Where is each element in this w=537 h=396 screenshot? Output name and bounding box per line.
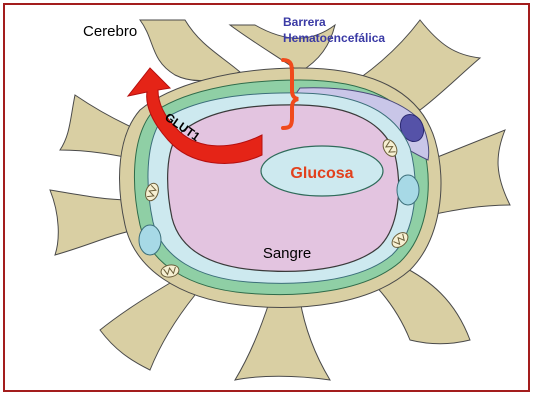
endothelial-nucleus-icon — [397, 175, 419, 205]
endothelial-nucleus-icon — [139, 225, 161, 255]
astrocyte-right — [430, 130, 510, 215]
astrocyte-top-left — [140, 20, 240, 81]
barrier-label-line1: Barrera — [283, 15, 326, 29]
astrocyte-bottom-left — [100, 280, 195, 370]
barrier-label-line2: Hematoencefálica — [283, 31, 385, 45]
blood-label: Sangre — [263, 245, 311, 262]
glucose-label: Glucosa — [290, 165, 353, 182]
brain-label: Cerebro — [83, 23, 137, 40]
astrocyte-bottom-center — [235, 300, 330, 380]
